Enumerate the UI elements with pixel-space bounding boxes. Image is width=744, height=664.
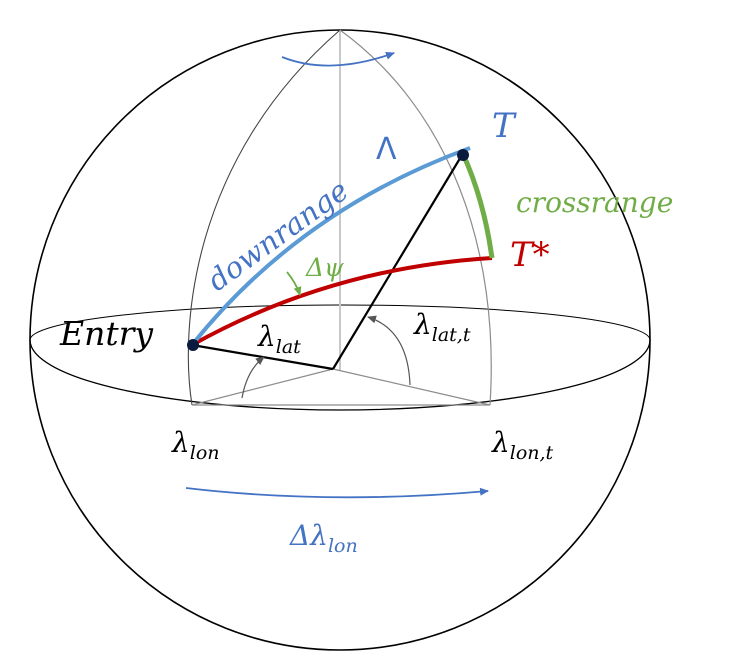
meridian-left (187, 29, 341, 406)
meridian-right (339, 29, 492, 406)
label-lambda-lat-t: λlat,t (413, 308, 471, 346)
center-to-lon (191, 368, 334, 406)
lat-t-angle-arc (367, 315, 411, 386)
label-entry: Entry (59, 314, 153, 353)
label-delta-psi: Δψ (305, 253, 344, 282)
reference-arc (191, 256, 493, 347)
label-lambda-lon-t: λlon,t (491, 426, 554, 464)
label-lambda-lat: λlat (257, 320, 301, 358)
equator-front (29, 339, 651, 411)
label-lambda-lon: λlon (171, 426, 220, 464)
delta-lon-arrow (185, 487, 489, 499)
label-target: T (492, 106, 517, 146)
delta-psi-arrow (286, 271, 302, 296)
downrange-arc (190, 146, 471, 347)
entry-point (187, 339, 199, 351)
center-to-lon-t (332, 368, 491, 406)
lat-angle-arc (241, 356, 265, 399)
label-lambda: Λ (376, 132, 397, 167)
radius-target (332, 154, 463, 370)
crossrange-arc (460, 152, 495, 259)
label-crossrange: crossrange (516, 186, 673, 219)
top-rotation-arrow (281, 51, 395, 67)
target-point (457, 149, 469, 161)
label-delta-lambda-lon: Δλlon (289, 519, 358, 557)
label-target-star: T* (510, 235, 550, 275)
